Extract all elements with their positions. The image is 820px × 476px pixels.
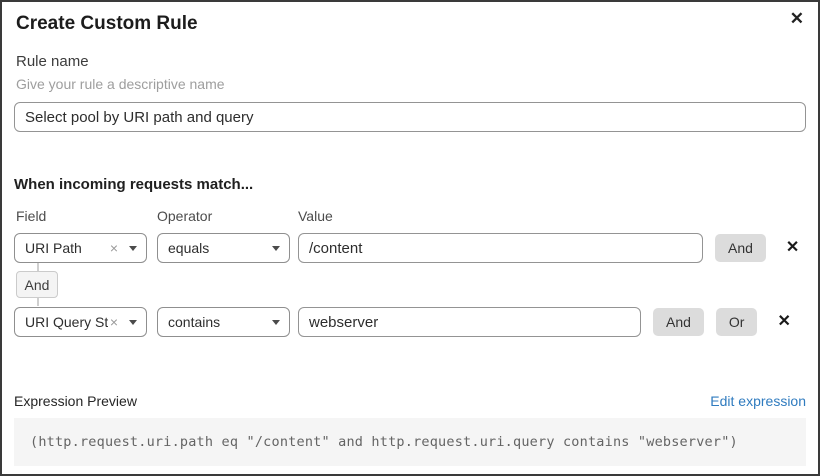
field-select[interactable]: URI Path × <box>14 233 147 263</box>
connector-line <box>37 298 39 306</box>
expression-preview-label: Expression Preview <box>14 393 137 409</box>
rule-name-hint: Give your rule a descriptive name <box>16 76 225 92</box>
expression-code: (http.request.uri.path eq "/content" and… <box>14 418 806 466</box>
value-column-label: Value <box>298 208 333 224</box>
clear-selection-icon[interactable]: × <box>109 240 118 256</box>
and-button[interactable]: And <box>653 308 704 336</box>
operator-select[interactable]: contains <box>157 307 290 337</box>
rule-name-section: Rule name Give your rule a descriptive n… <box>14 53 806 132</box>
field-column-label: Field <box>16 208 47 224</box>
value-input[interactable] <box>298 233 703 263</box>
column-labels: Field Operator Value <box>14 208 806 225</box>
matcher-section: When incoming requests match... Field Op… <box>14 176 806 337</box>
field-select-value: URI Query St... <box>25 314 108 330</box>
operator-select[interactable]: equals <box>157 233 290 263</box>
chevron-down-icon <box>272 319 280 325</box>
expression-section: Expression Preview Edit expression (http… <box>14 393 806 466</box>
clear-selection-icon[interactable]: × <box>109 314 118 330</box>
operator-select-value: contains <box>168 314 221 330</box>
match-row: URI Path × equals And ✕ <box>14 233 806 263</box>
row-connector: And <box>14 263 806 307</box>
rule-name-input[interactable] <box>14 102 806 132</box>
remove-row-icon[interactable]: ✕ <box>785 239 800 256</box>
page-title: Create Custom Rule <box>16 13 198 34</box>
chevron-down-icon <box>272 245 280 251</box>
connector-line <box>37 263 39 271</box>
close-icon[interactable]: ✕ <box>786 8 808 29</box>
edit-expression-link[interactable]: Edit expression <box>710 393 806 409</box>
operator-column-label: Operator <box>157 208 213 224</box>
value-input[interactable] <box>298 307 641 337</box>
field-select[interactable]: URI Query St... × <box>14 307 147 337</box>
chevron-down-icon <box>129 319 137 325</box>
and-button[interactable]: And <box>715 234 766 262</box>
connector-and-badge: And <box>16 271 58 298</box>
rule-name-label: Rule name <box>16 53 89 70</box>
operator-select-value: equals <box>168 240 210 256</box>
match-heading: When incoming requests match... <box>14 176 254 193</box>
remove-row-icon[interactable]: ✕ <box>777 313 791 330</box>
field-select-value: URI Path <box>25 240 82 256</box>
chevron-down-icon <box>129 245 137 251</box>
or-button[interactable]: Or <box>715 308 758 336</box>
match-row: URI Query St... × contains And Or ✕ <box>14 307 806 337</box>
